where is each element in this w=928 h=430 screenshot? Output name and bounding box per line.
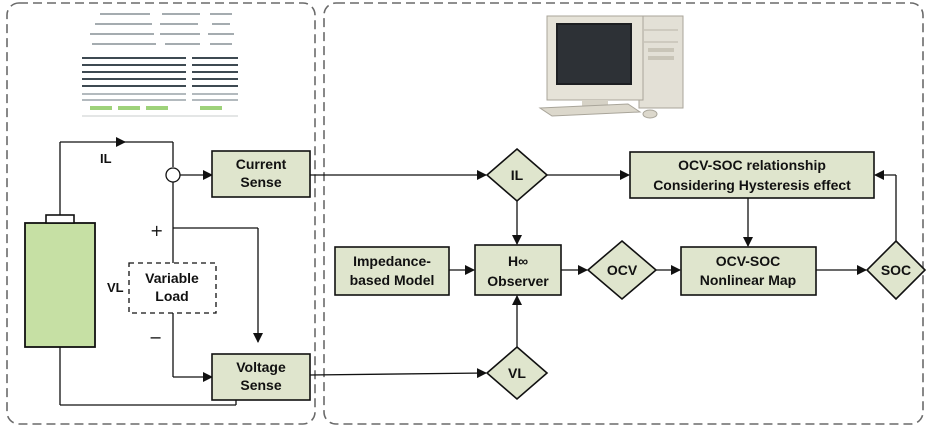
desktop-computer-icon <box>528 6 688 124</box>
vl-diamond-label: VL <box>508 365 526 381</box>
voltage-sense-block <box>211 353 311 401</box>
ocv-soc-relationship-line1: OCV-SOC relationship <box>678 157 826 173</box>
voltage-sense-line1: Voltage <box>236 359 286 375</box>
current-sense-block <box>211 150 311 198</box>
current-sensor-node <box>165 167 181 183</box>
ocv-soc-relationship-line2: Considering Hysteresis effect <box>653 177 851 193</box>
soc-diamond-label: SOC <box>881 262 911 278</box>
vl-diamond <box>485 345 549 401</box>
voltage-sense-line2: Sense <box>240 377 281 393</box>
battery-terminal <box>45 214 75 224</box>
variable-load-line1: Variable <box>145 270 199 286</box>
impedance-model-line1: Impedance- <box>353 253 431 269</box>
hardware-panel <box>6 2 316 425</box>
software-panel <box>323 2 924 425</box>
ocv-diamond <box>586 239 658 301</box>
circuit <box>24 137 263 406</box>
minus-sign: − <box>149 328 162 347</box>
ocv-soc-map-line1: OCV-SOC <box>716 253 781 269</box>
impedance-model-line2: based Model <box>350 272 435 288</box>
ocv-soc-map-line2: Nonlinear Map <box>700 272 796 288</box>
battery-tester-icon <box>80 8 240 123</box>
battery-icon <box>24 222 96 348</box>
observer-line1: H∞ <box>508 253 528 269</box>
voltage-label: VL <box>107 280 124 295</box>
ocv-soc-relationship-block <box>629 151 875 199</box>
ocv-soc-map-block <box>680 246 817 296</box>
il-diamond-label: IL <box>511 167 524 183</box>
signal-arrows <box>309 170 897 379</box>
variable-load <box>128 262 217 314</box>
variable-load-line2: Load <box>155 288 188 304</box>
impedance-model-block <box>334 246 450 296</box>
h-infinity-observer-block <box>474 244 562 296</box>
soc-diamond <box>865 239 927 301</box>
current-label: IL <box>100 151 112 166</box>
plus-sign: + <box>150 221 163 240</box>
current-sense-line2: Sense <box>240 174 281 190</box>
ocv-diamond-label: OCV <box>607 262 638 278</box>
current-sense-line1: Current <box>236 156 287 172</box>
observer-line2: Observer <box>487 273 549 289</box>
